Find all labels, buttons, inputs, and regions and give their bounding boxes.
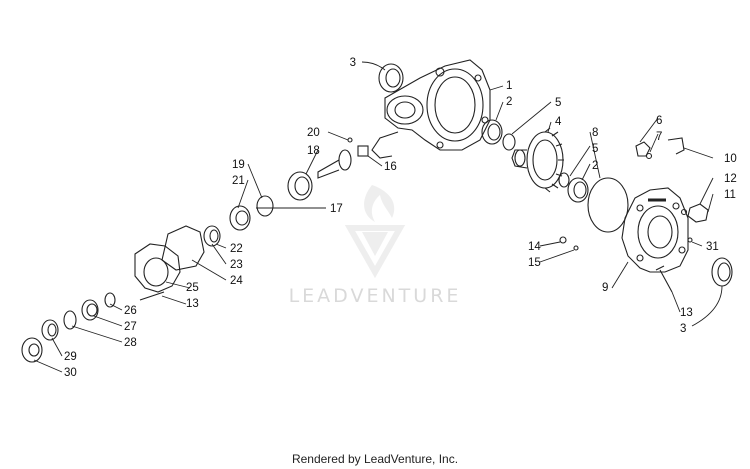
callout-25: 25: [186, 282, 199, 294]
part-3-seal-lower: [711, 257, 733, 287]
callout-4: 4: [555, 116, 562, 128]
part-5-shim-upper: [502, 133, 516, 151]
callout-3-lower: 3: [680, 323, 686, 335]
part-28-seal: [63, 310, 77, 330]
callout-5-lower: 5: [592, 143, 598, 155]
part-18-pinion-gear: [317, 149, 352, 179]
part-15-washer: [573, 245, 579, 251]
callout-11: 11: [724, 189, 736, 201]
callout-2-lower: 2: [592, 160, 598, 172]
part-9-cover: [621, 187, 689, 273]
part-5-shim-lower: [558, 172, 570, 188]
callout-13-right: 13: [680, 307, 693, 319]
callout-5-upper: 5: [555, 97, 561, 109]
part-8-o-ring: [587, 177, 629, 233]
callout-9: 9: [602, 282, 608, 294]
part-19-bearing: [229, 205, 251, 231]
callout-16: 16: [384, 161, 397, 173]
callout-12: 12: [724, 173, 737, 185]
part-27-bearing: [81, 299, 99, 321]
part-14-screw: [559, 236, 567, 244]
part-30-coupler: [21, 337, 43, 363]
callout-10: 10: [724, 153, 737, 165]
callout-2-upper: 2: [506, 96, 512, 108]
callout-17: 17: [330, 203, 343, 215]
part-2-bearing-lower: [567, 177, 589, 203]
callout-14: 14: [528, 241, 541, 253]
callout-6: 6: [656, 115, 662, 127]
part-12-washer: [680, 208, 688, 216]
part-22-sleeve: [203, 225, 221, 247]
watermark-text: LEADVENTURE: [289, 285, 462, 307]
part-18-bearing: [287, 171, 313, 201]
part-16-collar: [357, 145, 369, 157]
callout-18: 18: [307, 145, 320, 157]
callout-30: 30: [64, 367, 77, 379]
callout-24: 24: [230, 275, 243, 287]
callout-8: 8: [592, 127, 598, 139]
callout-20: 20: [307, 127, 320, 139]
part-20-key: [347, 137, 353, 143]
part-6-plug: [635, 141, 651, 157]
part-1-housing: [371, 59, 491, 159]
part-10-vent-hose: [667, 137, 685, 155]
part-26-snap-ring: [104, 292, 116, 308]
part-4-ring-gear: [511, 127, 564, 193]
part-3-seal-upper: [378, 63, 404, 93]
callout-31: 31: [706, 241, 719, 253]
part-11-plug: [687, 203, 709, 223]
callout-13-left: 13: [186, 298, 199, 310]
callout-21: 21: [232, 175, 245, 187]
callout-3-upper: 3: [350, 57, 356, 69]
callout-1: 1: [506, 80, 512, 92]
callout-27: 27: [124, 321, 137, 333]
part-13-bolt-left: [139, 291, 165, 301]
callout-19: 19: [232, 159, 245, 171]
part-21-spacer: [256, 195, 274, 217]
callout-26: 26: [124, 305, 137, 317]
callout-7: 7: [656, 131, 662, 143]
callout-22: 22: [230, 243, 243, 255]
part-7-washer: [645, 152, 653, 160]
part-2-bearing-upper: [481, 119, 503, 145]
footer-credit: Rendered by LeadVenture, Inc.: [291, 452, 459, 466]
callout-23: 23: [230, 259, 243, 271]
part-29-seal: [41, 319, 59, 341]
part-25-input-housing: [134, 243, 181, 293]
part-31-fitting: [687, 237, 693, 243]
callout-28: 28: [124, 337, 137, 349]
callout-29: 29: [64, 351, 77, 363]
leader-lines: [33, 61, 723, 373]
callout-15: 15: [528, 257, 541, 269]
part-13-bolt-right: [655, 265, 673, 293]
callout-labels: 3 1 2 5 4 8 5 2 6 7 10 12 11 31 13 3 9 1…: [64, 57, 737, 379]
watermark-logo: [344, 185, 406, 279]
